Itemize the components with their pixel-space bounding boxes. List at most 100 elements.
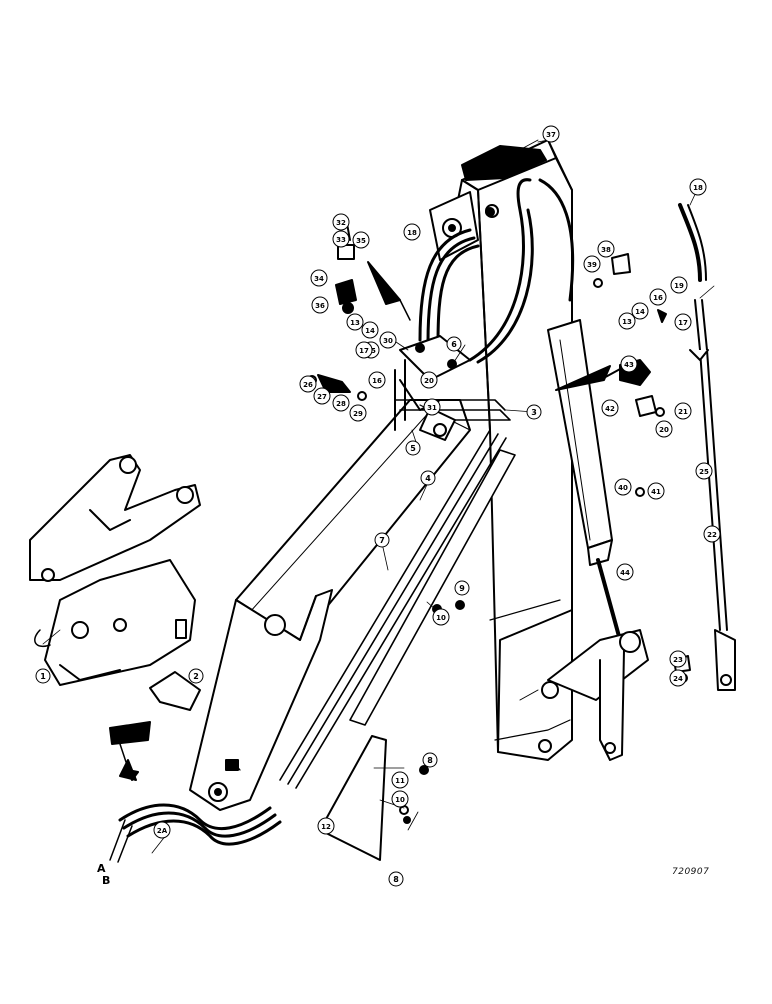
hose-end-a-label: A — [97, 862, 106, 875]
callout-circle — [405, 440, 421, 456]
callout-circle — [188, 668, 204, 684]
callout-number: 35 — [356, 237, 366, 245]
callout-circle — [355, 341, 373, 359]
callout-circle — [299, 375, 317, 393]
callout-number: 2 — [193, 672, 199, 681]
callout-number: 18 — [407, 229, 417, 237]
callout-number: 14 — [365, 327, 375, 335]
callout-number: 31 — [427, 404, 437, 412]
callout-number: 12 — [321, 823, 331, 831]
callout-circle — [674, 313, 692, 331]
boom-assembly — [429, 139, 573, 761]
callout-number: 7 — [379, 536, 385, 545]
callout-circle — [374, 532, 390, 548]
callout-circle — [388, 871, 404, 887]
callout-number: 44 — [620, 569, 630, 577]
direction-arrows — [119, 261, 611, 781]
hose-end-b-label: B — [102, 874, 110, 887]
callout-circle — [368, 371, 386, 389]
callout-number: 9 — [459, 584, 465, 593]
callout-number: 11 — [395, 777, 405, 785]
bucket-linkage — [189, 589, 333, 811]
callout-circle — [346, 313, 364, 331]
callout-number: 36 — [315, 302, 325, 310]
callout-number: 2A — [157, 827, 168, 835]
callout-number: 21 — [678, 408, 688, 416]
callout-circle — [614, 478, 632, 496]
callout-number: 8 — [393, 875, 399, 884]
callout-circle — [631, 302, 649, 320]
callout-circle — [454, 580, 470, 596]
hose-assembly — [109, 803, 282, 863]
callout-circle — [391, 771, 409, 789]
callout-circle — [669, 650, 687, 668]
callout-number: 38 — [601, 246, 611, 254]
callout-number: 18 — [693, 184, 703, 192]
callout-number: 37 — [546, 131, 556, 139]
callout-number: 10 — [436, 614, 446, 622]
callout-circle — [649, 288, 667, 306]
drawing-number: 720907 — [672, 867, 710, 877]
callout-circle — [432, 608, 450, 626]
callout-circle — [310, 269, 328, 287]
callout-number: 4 — [425, 474, 431, 483]
hydraulic-tubes — [279, 399, 516, 789]
callout-circle — [420, 371, 438, 389]
callout-circle — [597, 240, 615, 258]
hydraulic-cylinder — [541, 319, 649, 761]
callout-number: 22 — [707, 531, 717, 539]
callout-labels: 122A345678891010111213131414151616171718… — [35, 125, 721, 887]
callout-number: 8 — [427, 756, 433, 765]
callout-circle — [423, 398, 441, 416]
callout-number: 29 — [353, 410, 363, 418]
callout-circle — [317, 817, 335, 835]
callout-number: 42 — [605, 405, 615, 413]
callout-circle — [542, 125, 560, 143]
callout-circle — [35, 668, 51, 684]
callout-circle — [422, 752, 438, 768]
callout-number: 41 — [651, 488, 661, 496]
callout-circle — [349, 404, 367, 422]
callout-number: 19 — [674, 282, 684, 290]
callout-circle — [361, 321, 379, 339]
callout-circle — [670, 276, 688, 294]
callout-number: 25 — [699, 468, 709, 476]
callout-circle — [332, 213, 350, 231]
callout-number: 26 — [303, 381, 313, 389]
callout-circle — [647, 482, 665, 500]
callout-circle — [311, 296, 329, 314]
callout-number: 28 — [336, 400, 346, 408]
callout-number: 6 — [451, 340, 457, 349]
callout-number: 13 — [350, 319, 360, 327]
callout-number: 30 — [383, 337, 393, 345]
callout-number: 5 — [410, 444, 416, 453]
callout-circle — [669, 669, 687, 687]
loose-hose-assembly — [678, 203, 736, 691]
callout-circle — [332, 230, 350, 248]
callout-number: 20 — [424, 377, 434, 385]
callout-number: 27 — [317, 393, 327, 401]
callout-circle — [526, 404, 542, 420]
callout-number: 17 — [359, 347, 369, 355]
callout-circle — [332, 394, 350, 412]
callout-circle — [153, 821, 171, 839]
callout-circle — [420, 470, 436, 486]
callout-number: 40 — [618, 484, 628, 492]
callout-circle — [618, 312, 636, 330]
hydraulic-hoses — [418, 178, 575, 364]
callout-number: 10 — [395, 796, 405, 804]
callout-number: 1 — [40, 672, 46, 681]
callout-number: 39 — [587, 261, 597, 269]
callout-circle — [620, 355, 638, 373]
callout-number: 17 — [678, 319, 688, 327]
callout-number: 24 — [673, 675, 683, 683]
callout-circle — [379, 331, 397, 349]
callout-circle — [403, 223, 421, 241]
callout-number: 32 — [336, 219, 346, 227]
callout-circle — [583, 255, 601, 273]
callout-circle — [446, 336, 462, 352]
callout-circle — [391, 790, 409, 808]
callout-number: 33 — [336, 236, 346, 244]
